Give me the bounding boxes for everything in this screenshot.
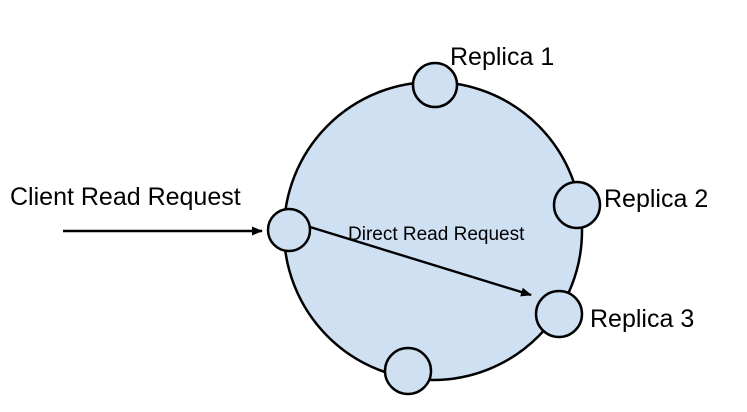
node-replica-bottom[interactable] [383, 346, 433, 396]
label-client-read-request: Client Read Request [10, 183, 241, 211]
direct-read-arrow [309, 225, 532, 297]
node-coordinator[interactable] [266, 207, 312, 253]
node-replica-3[interactable] [534, 289, 584, 339]
label-replica-3: Replica 3 [590, 305, 694, 333]
label-replica-2: Replica 2 [604, 185, 708, 213]
node-replica-2[interactable] [552, 180, 602, 230]
label-direct-read-request: Direct Read Request [348, 224, 525, 245]
label-replica-1: Replica 1 [450, 43, 554, 71]
node-replica-1[interactable] [411, 61, 459, 109]
